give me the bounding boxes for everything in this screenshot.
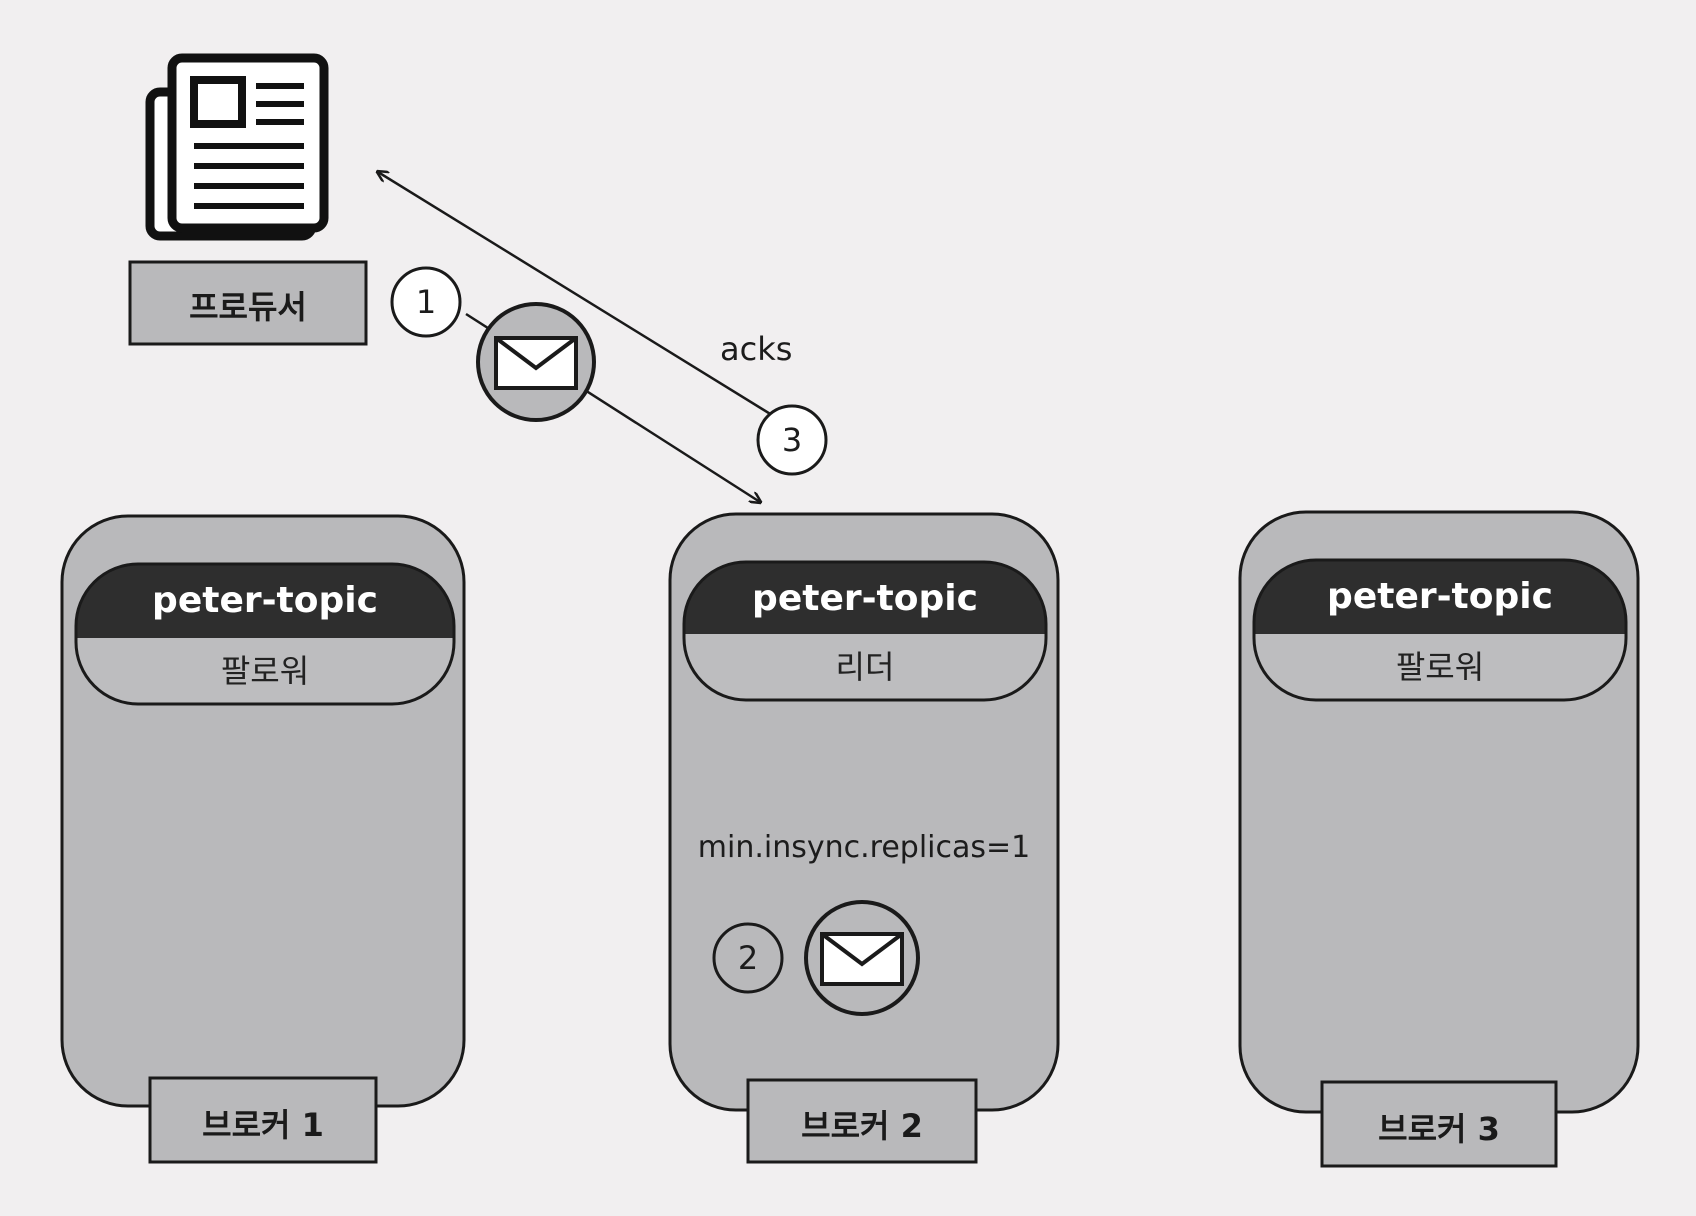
message-envelope-icon	[476, 302, 596, 422]
stored-message-envelope-icon	[804, 900, 920, 1016]
broker-3-role: 팔로워	[1395, 648, 1485, 686]
broker-1-topic: peter-topic	[152, 580, 378, 621]
broker-2	[668, 512, 1060, 1164]
step-1-label: 1	[415, 283, 437, 321]
step-3-label: 3	[781, 421, 803, 459]
broker-1-name: 브로커 1	[202, 1106, 324, 1144]
broker-2-config: min.insync.replicas=1	[697, 830, 1031, 865]
step-2-label: 2	[737, 939, 759, 977]
broker-1-role: 팔로워	[220, 652, 310, 690]
producer-icon	[145, 53, 329, 241]
producer-label: 프로듀서	[189, 288, 307, 326]
broker-1	[60, 514, 466, 1164]
step-3-circle	[756, 404, 828, 476]
broker-3	[1238, 510, 1640, 1168]
broker-3-name: 브로커 3	[1378, 1110, 1500, 1148]
acks-arrow	[378, 172, 781, 422]
broker-2-topic: peter-topic	[752, 578, 978, 619]
step-1-circle	[390, 266, 462, 338]
step-2-circle	[712, 922, 784, 994]
producer-label-box	[128, 260, 368, 346]
broker-2-role: 리더	[835, 648, 895, 686]
broker-2-name: 브로커 2	[801, 1107, 923, 1145]
broker-3-topic: peter-topic	[1327, 576, 1553, 617]
acks-label: acks	[720, 330, 793, 368]
